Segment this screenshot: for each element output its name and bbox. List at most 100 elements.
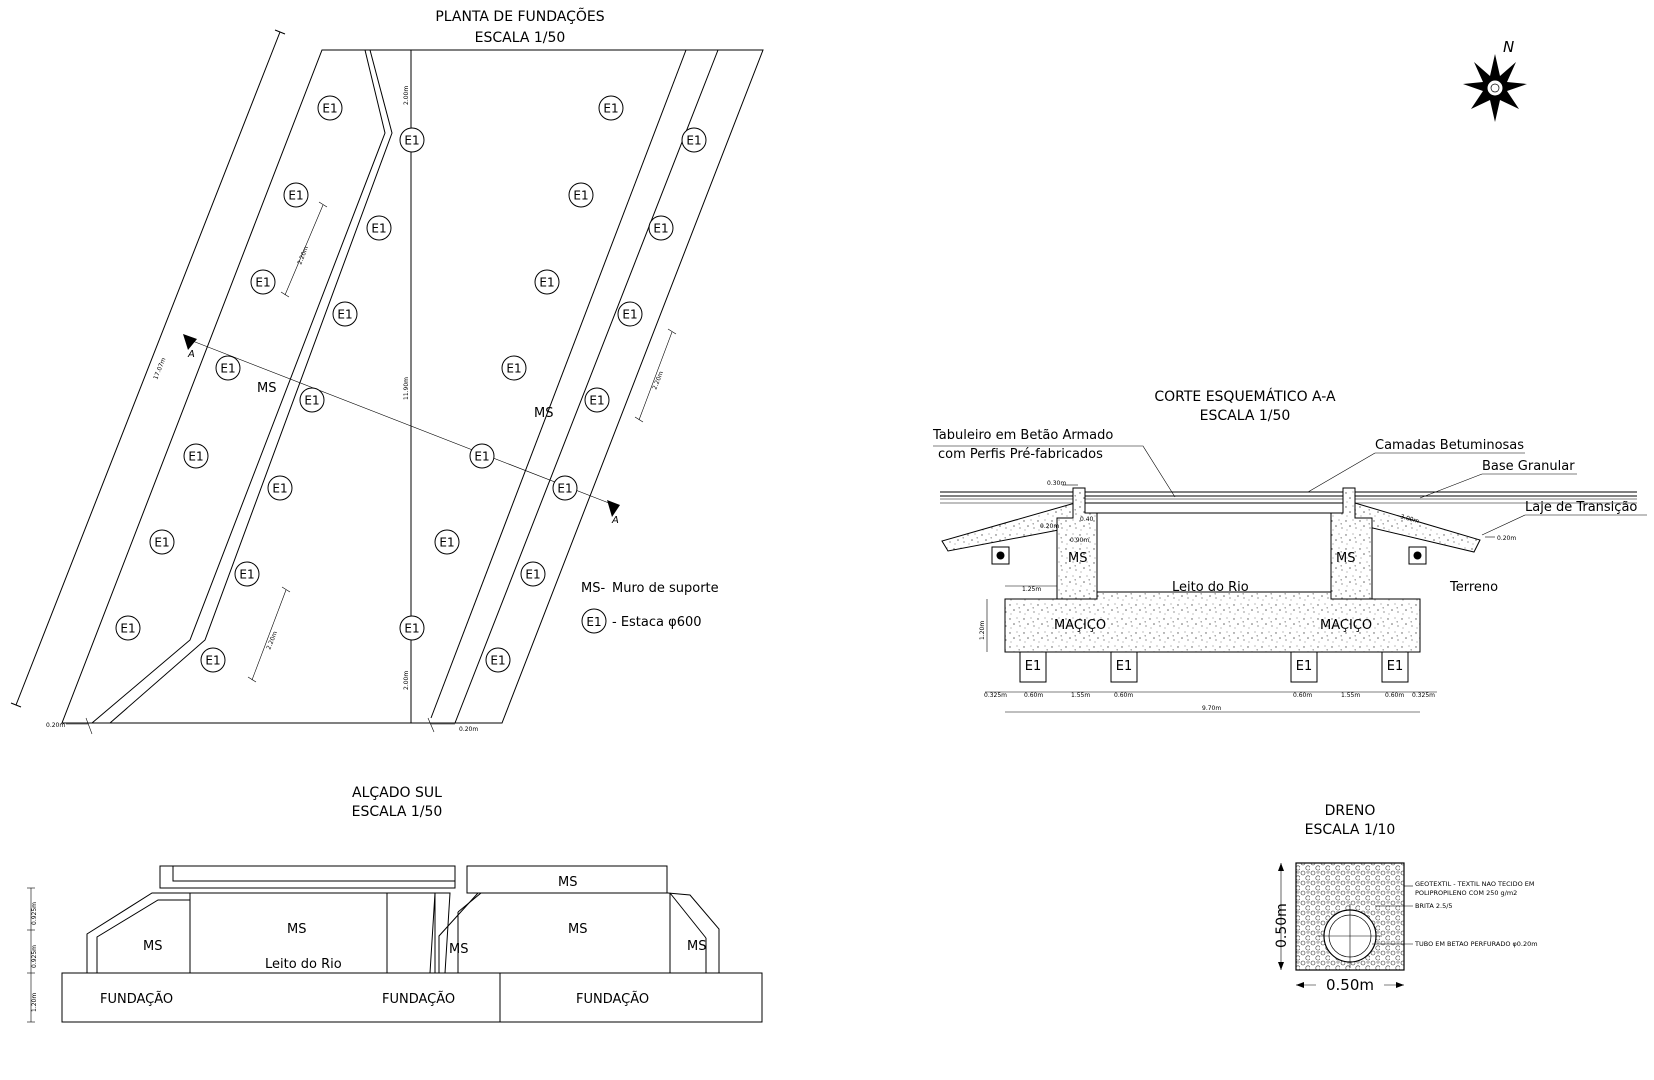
drain-detail: DRENO ESCALA 1/10 0.50m 0.50m GEOTEXTIL … (1274, 803, 1538, 994)
pile-label: E1 (255, 276, 270, 290)
legend-pile-symbol (581, 608, 607, 634)
pile-circle (598, 95, 624, 121)
right-wall-inner (454, 49, 719, 724)
dreno-height: 0.50m (1274, 903, 1290, 948)
dreno-width: 0.50m (1326, 976, 1374, 994)
pile-label: E1 (239, 568, 254, 582)
section-arrow-right (607, 500, 620, 517)
pile-label: E1 (653, 222, 668, 236)
pile-circle (501, 355, 527, 381)
section-pile-1: E1 (1025, 659, 1042, 674)
pile-label: E1 (272, 482, 287, 496)
legend-e1-key: E1 (586, 615, 601, 629)
plan-scale: ESCALA 1/50 (475, 30, 566, 46)
south-elevation: ALÇADO SUL ESCALA 1/50 MS MS Leito do Ri… (27, 785, 763, 1023)
pile-label: E1 (525, 568, 540, 582)
pile-label: E1 (506, 362, 521, 376)
dim-060-d: 0.60m (1385, 692, 1404, 699)
pile-circle (534, 269, 560, 295)
label-base: Base Granular (1482, 459, 1575, 474)
section-arrow-left (183, 334, 197, 350)
dim-wall-offset-left: 0.20m (46, 722, 65, 729)
foundation-block (1004, 591, 1421, 653)
pile-label: E1 (589, 394, 604, 408)
pile-circle (399, 615, 425, 641)
dim-pile-spacing-right: 2.20m (651, 370, 665, 391)
section-pile-2: E1 (1116, 659, 1133, 674)
dim-0325-right: 0.325m (1412, 692, 1435, 699)
elevation-ms-5: MS (568, 922, 587, 937)
section-marker-left: A (187, 349, 195, 360)
pile-circle (568, 182, 594, 208)
pile-label: E1 (371, 222, 386, 236)
dim-125: 1.25m (1022, 586, 1041, 593)
pile-circle (283, 182, 309, 208)
dim-bottom-spacing: 2.00m (403, 671, 410, 690)
section-leito: Leito do Rio (1172, 580, 1249, 595)
pile-label: E1 (205, 654, 220, 668)
dreno-scale: ESCALA 1/10 (1305, 822, 1396, 838)
elevation-ms-1: MS (143, 939, 162, 954)
elevation-fundacao-3: FUNDAÇÃO (576, 991, 649, 1007)
dim-060-b: 0.60m (1114, 692, 1133, 699)
dim-0325-left: 0.325m (984, 692, 1007, 699)
section-marker-right: A (611, 515, 619, 526)
label-camadas: Camadas Betuminosas (1375, 438, 1524, 453)
legend-ms-text: Muro de suporte (612, 581, 719, 596)
plan-piles: E1E1E1E1E1E1E1E1E1E1E1E1E1E1E1E1E1E1E1E1… (115, 95, 707, 673)
pile-circle (520, 561, 546, 587)
dim-pile-spacing-left: 2.20m (296, 245, 310, 266)
overall-length-line (15, 31, 281, 706)
dim-wall-offset-right: 0.20m (459, 726, 478, 733)
dim-060-a: 0.60m (1024, 692, 1043, 699)
dim-overall-length: 17.07m (152, 357, 167, 381)
dreno-title: DRENO (1325, 803, 1376, 819)
pile-label: E1 (539, 276, 554, 290)
pile-label: E1 (573, 189, 588, 203)
section-terreno: Terreno (1449, 580, 1498, 595)
left-wall-inner (109, 49, 393, 724)
pile-circle (299, 387, 325, 413)
pile-circle (115, 615, 141, 641)
dim-020-right: 0.20m (1497, 535, 1516, 542)
dim-030: 0.30m (1047, 480, 1066, 487)
section-title: CORTE ESQUEMÁTICO A-A (1154, 388, 1336, 405)
elevation-fundacao-1: FUNDAÇÃO (100, 991, 173, 1007)
north-arrow: N (1463, 38, 1527, 122)
pile-label: E1 (304, 394, 319, 408)
label-tabuleiro-2: com Perfis Pré-fabricados (938, 447, 1103, 462)
dim-020-top: 0.20m (1040, 523, 1059, 530)
section-pile-3: E1 (1296, 659, 1313, 674)
label-laje: Laje de Transição (1525, 500, 1637, 515)
dreno-note-geo-2: POLIPROPILENO COM 250 g/m2 (1415, 889, 1517, 897)
pile-circle (215, 355, 241, 381)
pile-label: E1 (439, 536, 454, 550)
pile-circle (399, 127, 425, 153)
section-piles: E1 E1 E1 E1 (1019, 651, 1409, 683)
pile-label: E1 (322, 102, 337, 116)
pile-label: E1 (622, 308, 637, 322)
elevation-dim-top: 0.925m (31, 902, 38, 925)
pile-circle (317, 95, 343, 121)
plan-legend: MS- Muro de suporte E1 - Estaca φ600 (581, 581, 719, 634)
dim-top-spacing: 2.00m (403, 86, 410, 105)
label-tabuleiro-1: Tabuleiro em Betão Armado (932, 428, 1113, 443)
north-label: N (1503, 38, 1514, 56)
section-scale: ESCALA 1/50 (1200, 408, 1291, 424)
pile-circle (149, 529, 175, 555)
dim-155-a: 1.55m (1071, 692, 1090, 699)
pile-label: E1 (404, 134, 419, 148)
elevation-scale: ESCALA 1/50 (352, 804, 443, 820)
dim-155-b: 1.55m (1341, 692, 1360, 699)
section-macico-right: MAÇIÇO (1320, 618, 1372, 633)
legend-e1-text: - Estaca φ600 (612, 615, 702, 630)
dreno-note-geo-1: GEOTEXTIL - TEXTIL NAO TECIDO EM (1415, 880, 1534, 888)
plan-title: PLANTA DE FUNDAÇÕES (435, 8, 604, 25)
pile-circle (183, 443, 209, 469)
dim-060-c: 0.60m (1293, 692, 1312, 699)
pile-circle (234, 561, 260, 587)
pile-label: E1 (557, 482, 572, 496)
dim-970: 9.70m (1202, 705, 1221, 712)
pile-circle (434, 529, 460, 555)
